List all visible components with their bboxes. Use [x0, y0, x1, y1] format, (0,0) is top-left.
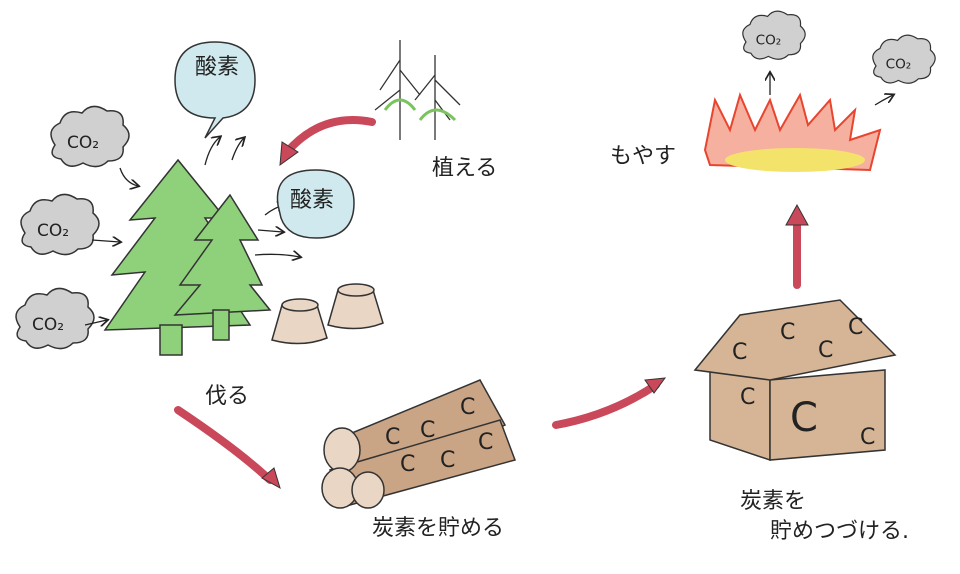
carbon-mark: C	[440, 448, 456, 473]
svg-text:CO₂: CO₂	[756, 32, 782, 48]
carbon-mark: C	[818, 338, 834, 363]
keep-storing-label-line1: 炭素を	[740, 489, 807, 514]
carbon-mark: C	[420, 418, 436, 443]
co2-cloud: CO₂	[872, 34, 936, 84]
logs	[321, 379, 516, 509]
co2-cloud: CO₂	[20, 193, 100, 256]
arrowheads	[261, 141, 809, 490]
tree-stumps	[271, 283, 384, 345]
oxygen-bubble	[174, 41, 256, 139]
oxygen-bubble	[276, 169, 355, 239]
plant-label: 植える	[432, 156, 498, 181]
keep-storing-label-line2: 貯めつづける.	[770, 519, 909, 544]
cut-label: 伐る	[205, 384, 250, 409]
seedlings	[374, 40, 461, 140]
carbon-mark: C	[460, 395, 476, 420]
co2-cloud: CO₂	[15, 287, 95, 350]
svg-text:CO₂: CO₂	[886, 56, 912, 72]
oxygen-label: 酸素	[195, 55, 240, 80]
carbon-mark: C	[385, 425, 401, 450]
tree-small	[173, 193, 272, 341]
carbon-mark: C	[740, 385, 756, 410]
co2-cloud: CO₂	[50, 105, 130, 168]
house	[693, 299, 897, 462]
svg-text:CO₂: CO₂	[37, 221, 69, 241]
carbon-mark: C	[732, 340, 748, 365]
flow-arrows	[84, 73, 893, 325]
carbon-mark: C	[780, 320, 796, 345]
carbon-mark: C	[848, 315, 864, 340]
carbon-mark-large: C	[790, 395, 818, 441]
burn-label: もやす	[610, 144, 677, 169]
store-carbon-label: 炭素を貯める	[372, 516, 505, 541]
co2-cloud: CO₂	[742, 10, 806, 60]
svg-text:CO₂: CO₂	[32, 315, 64, 335]
svg-text:CO₂: CO₂	[67, 133, 99, 153]
carbon-mark: C	[400, 452, 416, 477]
fire	[703, 92, 882, 172]
oxygen-label: 酸素	[290, 188, 335, 213]
carbon-mark: C	[478, 430, 494, 455]
cycle-arrows	[174, 116, 801, 484]
carbon-mark: C	[860, 425, 876, 450]
